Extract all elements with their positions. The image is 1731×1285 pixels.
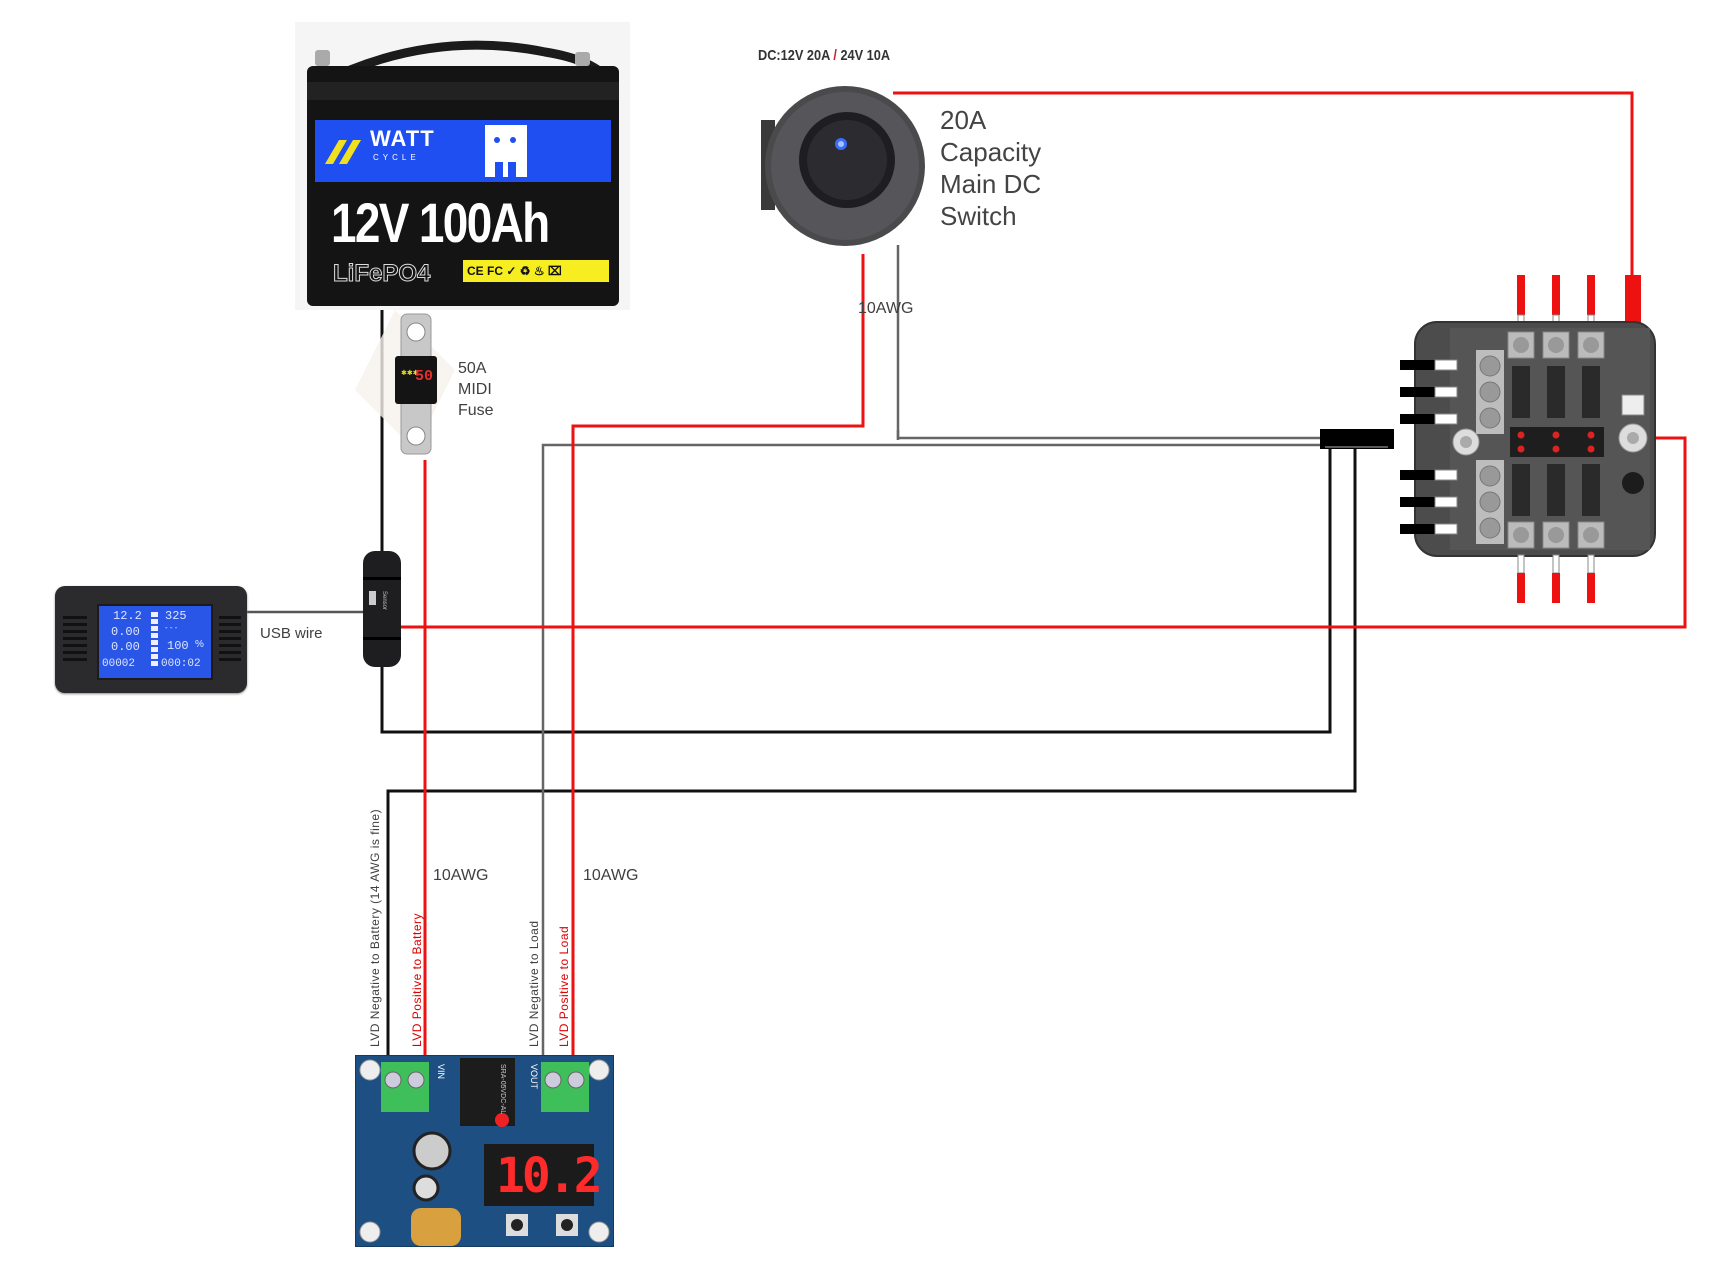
monitor-vent-right <box>219 616 241 664</box>
lvd-vout-label: VOUT <box>529 1064 539 1090</box>
monitor-ext-resistance: - - - <box>165 623 178 632</box>
lvd-pos-battery-label: LVD Positive to Battery <box>410 913 424 1047</box>
fuse-label-line: MIDI <box>458 381 492 398</box>
fuse-label: 50A MIDI Fuse <box>458 358 494 421</box>
fuse-label-line: Fuse <box>458 402 494 419</box>
switch-label-line: Main DC <box>940 169 1042 199</box>
lvd-board-graphic <box>359 1058 610 1246</box>
wire-lvd-out-to-switch <box>571 254 865 1065</box>
shunt-label: Sensor <box>381 591 387 611</box>
switch-label-line: Switch <box>940 201 1017 231</box>
battery-body-graphic <box>307 40 619 306</box>
monitor-power: 0.00 <box>111 640 140 654</box>
monitor-vent-left <box>63 616 87 664</box>
wire-switch-ground <box>896 245 1325 440</box>
monitor-soc: 100 <box>167 639 189 653</box>
battery-chemistry: LiFePO4 <box>332 260 431 288</box>
switch-spec: DC:12V 20A / 24V 10A <box>758 47 891 64</box>
lvd-voltage-display: 10.2 <box>496 1148 603 1204</box>
switch-label-line: 20A <box>940 105 987 135</box>
lvd-neg-load-label: LVD Negative to Load <box>527 920 541 1047</box>
lvd-load-gauge: 10AWG <box>583 867 639 884</box>
fuse-value: 50 <box>415 368 434 385</box>
monitor-capacity: 325 <box>165 609 187 623</box>
shunt-band <box>363 637 401 640</box>
lvd-battery-gauge: 10AWG <box>433 867 489 884</box>
lvd-relay-text: SRA-05VDC-AL <box>499 1064 506 1115</box>
monitor-soc-bar <box>151 612 158 668</box>
lvd-neg-battery-label: LVD Negative to Battery (14 AWG is fine) <box>368 808 382 1047</box>
switch-label: 20A Capacity Main DC Switch <box>940 104 1041 232</box>
wire-switch-to-fuseblock <box>893 91 1634 280</box>
monitor-energy: 00002 <box>102 658 136 670</box>
switch-label-line: Capacity <box>940 137 1042 167</box>
battery-rating: 12V 100Ah <box>331 191 550 254</box>
fuse-block-graphic <box>1400 275 1656 603</box>
midi-fuse: ✱✱✱ 50 <box>355 300 465 460</box>
lvd-vin-label: VIN <box>436 1064 446 1080</box>
monitor-lcd: 12.2 0.00 0.00 00002 325 - - - 100 % 000… <box>97 604 213 680</box>
battery: WATT CYCLE 12V 100Ah LiFePO4 CE FC ✓ ♻ ♨… <box>295 22 630 310</box>
monitor-current: 0.00 <box>111 625 140 639</box>
switch-wire-gauge: 10AWG <box>858 300 914 317</box>
main-dc-switch[interactable] <box>755 78 925 248</box>
usb-wire-label: USB wire <box>260 625 323 642</box>
svg-text:✱✱✱: ✱✱✱ <box>401 369 419 377</box>
negative-connector <box>1320 429 1394 449</box>
shunt-sensor: Sensor <box>363 551 401 667</box>
battery-certifications: CE FC ✓ ♻ ♨ ⌧ <box>467 264 562 278</box>
lvd-module: 10.2 VIN VOUT SRA-05VDC-AL <box>355 1055 614 1247</box>
wire-lvd-negative-battery <box>386 445 1357 1060</box>
usb-port <box>369 591 376 605</box>
battery-brand-sub: CYCLE <box>373 153 420 162</box>
fuse-graphic: ✱✱✱ <box>355 310 455 455</box>
lvd-pos-load-label: LVD Positive to Load <box>557 925 571 1047</box>
battery-monitor: 12.2 0.00 0.00 00002 325 - - - 100 % 000… <box>55 586 247 693</box>
wire-lvd-negative-load <box>541 443 1330 1060</box>
shunt-band <box>363 577 401 580</box>
rocker-switch-graphic <box>761 86 925 246</box>
monitor-soc-unit: % <box>195 639 204 650</box>
battery-brand: WATT <box>370 126 435 151</box>
monitor-voltage: 12.2 <box>113 609 142 623</box>
fuse-block <box>1400 270 1670 610</box>
wire-fuseblock-to-shunt <box>390 436 1687 629</box>
wire-shunt-negative-bus <box>380 445 1332 734</box>
fuse-label-line: 50A <box>458 360 487 377</box>
monitor-runtime: 000:02 <box>161 658 201 670</box>
